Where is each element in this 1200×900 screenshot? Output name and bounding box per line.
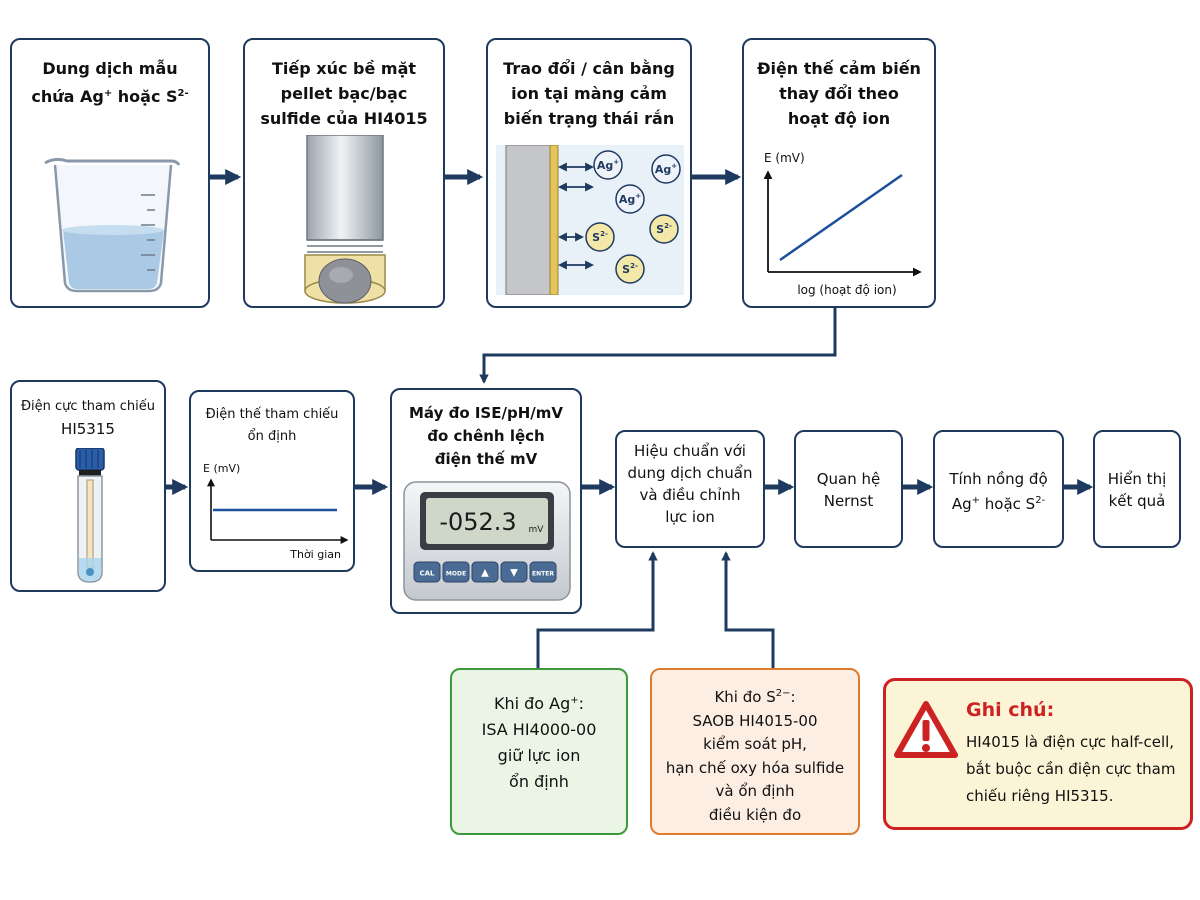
ion-ag-3: Ag+ <box>615 184 645 214</box>
arrow-4-meter <box>479 305 837 384</box>
ise-meter: Máy đo ISE/pH/mV đo chênh lệch điện thế … <box>390 388 582 614</box>
ag-isa-note: Khi đo Ag+: ISA HI4000-00 giữ lực ion ổn… <box>450 668 628 835</box>
meter-button-label: ▲ <box>481 568 489 579</box>
ion-s-2: S2- <box>649 214 679 244</box>
meter-button-2[interactable]: ▲ <box>471 561 499 583</box>
svg-text:Thời gian: Thời gian <box>289 548 341 561</box>
arrow-s-cal <box>721 551 775 668</box>
warning-title: Ghi chú: <box>966 699 1055 721</box>
arrow-ag-cal <box>536 551 658 668</box>
membrane-exchange-diagram: Ag+ Ag+ Ag+ S2- S2- S2- <box>496 145 684 295</box>
ion-ag-2: Ag+ <box>651 154 681 184</box>
meter-reading: -052.3 <box>439 508 516 536</box>
svg-text:E (mV): E (mV) <box>203 462 240 475</box>
step-sensor-potential: Điện thế cảm biến thay đổi theo hoạt độ … <box>742 38 936 308</box>
meter-button-4[interactable]: ENTER <box>529 561 557 583</box>
meter-device-icon: -052.3 mV CAL MODE ▲ ▼ ENTER <box>403 481 571 601</box>
ion-s-1: S2- <box>585 222 615 252</box>
step-concentration: Tính nồng độ Ag+ hoặc S2- <box>933 430 1064 548</box>
meter-button-3[interactable]: ▼ <box>500 561 528 583</box>
step-nernst: Quan hệ Nernst <box>794 430 903 548</box>
stable-potential-graph: E (mV) Thời gian <box>203 462 349 561</box>
meter-unit: mV <box>529 525 545 535</box>
nernst-slope-line <box>779 173 903 262</box>
warning-note: Ghi chú: HI4015 là điện cực half-cell, b… <box>883 678 1193 830</box>
step-calibration: Hiệu chuẩn với dung dịch chuẩn và điều c… <box>615 430 765 548</box>
potential-vs-activity-graph: E (mV) log (hoạt độ ion) <box>763 151 922 297</box>
ion-ag-1: Ag+ <box>593 150 623 180</box>
meter-button-0[interactable]: CAL <box>413 561 441 583</box>
electrode-pellet-icon <box>304 135 386 304</box>
warning-triangle-icon <box>894 701 958 758</box>
meter-button-label: ▼ <box>510 568 518 579</box>
meter-button-label: ENTER <box>532 571 554 578</box>
reference-potential: Điện thế tham chiếu ổn định E (mV) Thời … <box>189 390 355 572</box>
step-sample-solution: Dung dịch mẫu chứa Ag+ hoặc S2- <box>10 38 210 308</box>
reference-electrode: Điện cực tham chiếu HI5315 <box>10 380 166 592</box>
step1-line1: Dung dịch mẫu <box>42 59 178 78</box>
meter-button-label: MODE <box>446 571 466 578</box>
meter-button-label: CAL <box>419 570 435 578</box>
step-result: Hiển thị kết quả <box>1093 430 1181 548</box>
step-ion-exchange: Trao đổi / cân bằng ion tại màng cảm biế… <box>486 38 692 308</box>
step-pellet-contact: Tiếp xúc bề mặt pellet bạc/bạc sulfide c… <box>243 38 445 308</box>
meter-button-1[interactable]: MODE <box>442 561 470 583</box>
reference-electrode-icon <box>75 448 105 583</box>
s-saob-note: Khi đo S2−: SAOB HI4015-00 kiểm soát pH,… <box>650 668 860 835</box>
beaker-icon <box>44 157 181 293</box>
ion-s-3: S2- <box>615 254 645 284</box>
y-axis-label: E (mV) <box>764 151 805 165</box>
x-axis-label: log (hoạt độ ion) <box>797 283 896 297</box>
